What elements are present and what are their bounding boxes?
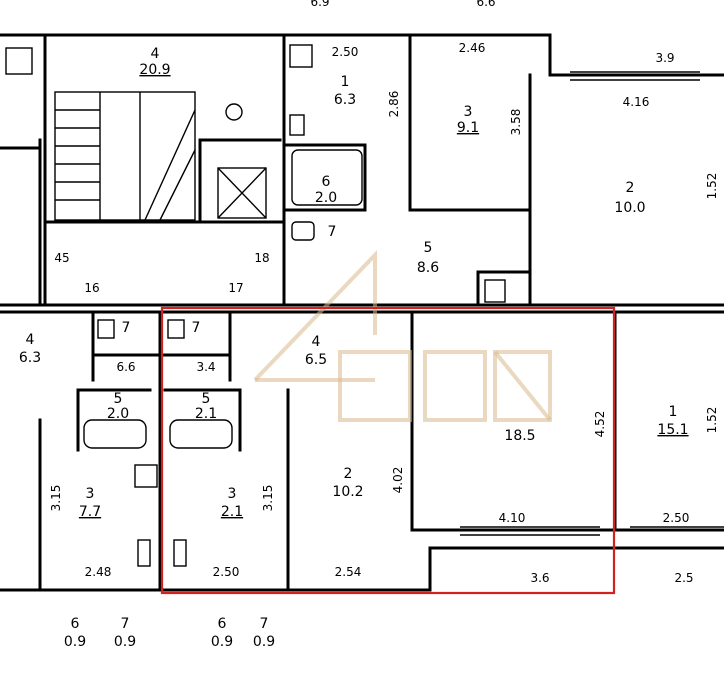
room-sel-5-area: 2.1	[195, 406, 217, 422]
room-sel-5-num: 5	[202, 391, 211, 407]
room-labels: 4 20.9 1 6.3 3 9.1 2 10.0 5 8.6 6 2.0 7 …	[19, 46, 689, 650]
room-bl-5-num: 5	[114, 391, 123, 407]
room-bl-3-area: 7.7	[79, 504, 101, 520]
dim-3-9: 3.9	[655, 51, 674, 65]
room-sel-2-area: 10.2	[332, 484, 363, 500]
dim-4-02: 4.02	[391, 467, 405, 494]
dim-16: 16	[84, 281, 99, 295]
room-bl-4-area: 6.3	[19, 350, 41, 366]
top-bath-fixtures	[5, 44, 506, 303]
room-bl-6-num: 6	[71, 616, 80, 632]
room-sel-4-area: 6.5	[305, 352, 327, 368]
room-sel-3-area: 2.1	[221, 504, 243, 520]
room-bl-5-area: 2.0	[107, 406, 129, 422]
room-bl-4-num: 4	[26, 332, 35, 348]
staircase	[54, 91, 267, 221]
dim-2-50-right: 2.50	[663, 511, 690, 525]
room-sel-2-num: 2	[344, 466, 353, 482]
room-sel-3-num: 3	[228, 486, 237, 502]
room-bl-3-num: 3	[86, 486, 95, 502]
room-bl-7b-area: 0.9	[114, 634, 136, 650]
room-sel-7-num: 7	[192, 320, 201, 336]
room-bl-7b-num: 7	[121, 616, 130, 632]
room-top-7-num: 7	[328, 224, 337, 240]
dim-45: 45	[54, 251, 69, 265]
room-top-5-num: 5	[424, 240, 433, 256]
dim-6-9-top: 6.9	[310, 0, 329, 9]
room-top-1-num: 1	[341, 74, 350, 90]
dim-2-46: 2.46	[459, 41, 486, 55]
room-bl-6-area: 0.9	[64, 634, 86, 650]
dim-3-6: 3.6	[530, 571, 549, 585]
room-sel-4-num: 4	[312, 334, 321, 350]
room-top-2-area: 10.0	[614, 200, 645, 216]
dim-1-52-bottom: 1.52	[705, 407, 719, 434]
dim-2-50-sel: 2.50	[213, 565, 240, 579]
dim-6-6-top: 6.6	[476, 0, 495, 9]
room-bl-7-num: 7	[122, 320, 131, 336]
room-sel-7b-num: 7	[260, 616, 269, 632]
room-top-6-num: 6	[322, 174, 331, 190]
dim-4-16: 4.16	[623, 95, 650, 109]
room-top-1-area: 6.3	[334, 92, 356, 108]
room-top-3-num: 3	[464, 104, 473, 120]
dim-1-52-top: 1.52	[705, 173, 719, 200]
dim-3-4: 3.4	[196, 360, 215, 374]
bottom-windows	[460, 526, 724, 536]
room-right-1-area: 15.1	[657, 422, 688, 438]
room-top-3-area: 9.1	[457, 120, 479, 136]
room-sel-6-area: 0.9	[211, 634, 233, 650]
room-right-1-num: 1	[669, 404, 678, 420]
top-windows	[570, 71, 700, 81]
dim-6-6: 6.6	[116, 360, 135, 374]
dimension-labels: 2.50 2.86 2.46 3.58 3.9 4.16 45 18 16 17…	[49, 0, 719, 585]
watermark-logo	[253, 250, 552, 422]
dim-2-50-top: 2.50	[332, 45, 359, 59]
room-top-4-num: 4	[151, 46, 160, 62]
room-sel-6-num: 6	[218, 616, 227, 632]
dim-3-15-sel: 3.15	[261, 485, 275, 512]
dim-17: 17	[228, 281, 243, 295]
room-top-6-area: 2.0	[315, 190, 337, 206]
dim-3-15-left: 3.15	[49, 485, 63, 512]
dim-18: 18	[254, 251, 269, 265]
dim-3-58: 3.58	[509, 109, 523, 136]
dim-2-5: 2.5	[674, 571, 693, 585]
bottom-walls	[0, 310, 724, 592]
room-top-4-area: 20.9	[139, 62, 170, 78]
room-sel-7b-area: 0.9	[253, 634, 275, 650]
bottom-bath-fixtures	[83, 319, 233, 567]
dim-2-86: 2.86	[387, 91, 401, 118]
dim-4-52: 4.52	[593, 411, 607, 438]
dim-2-54: 2.54	[335, 565, 362, 579]
room-sel-1-area: 18.5	[504, 428, 535, 444]
selected-apartment-outline	[160, 306, 616, 595]
top-walls	[0, 33, 724, 307]
room-top-2-num: 2	[626, 180, 635, 196]
dim-4-10: 4.10	[499, 511, 526, 525]
room-top-5-area: 8.6	[417, 260, 439, 276]
dim-2-48: 2.48	[85, 565, 112, 579]
